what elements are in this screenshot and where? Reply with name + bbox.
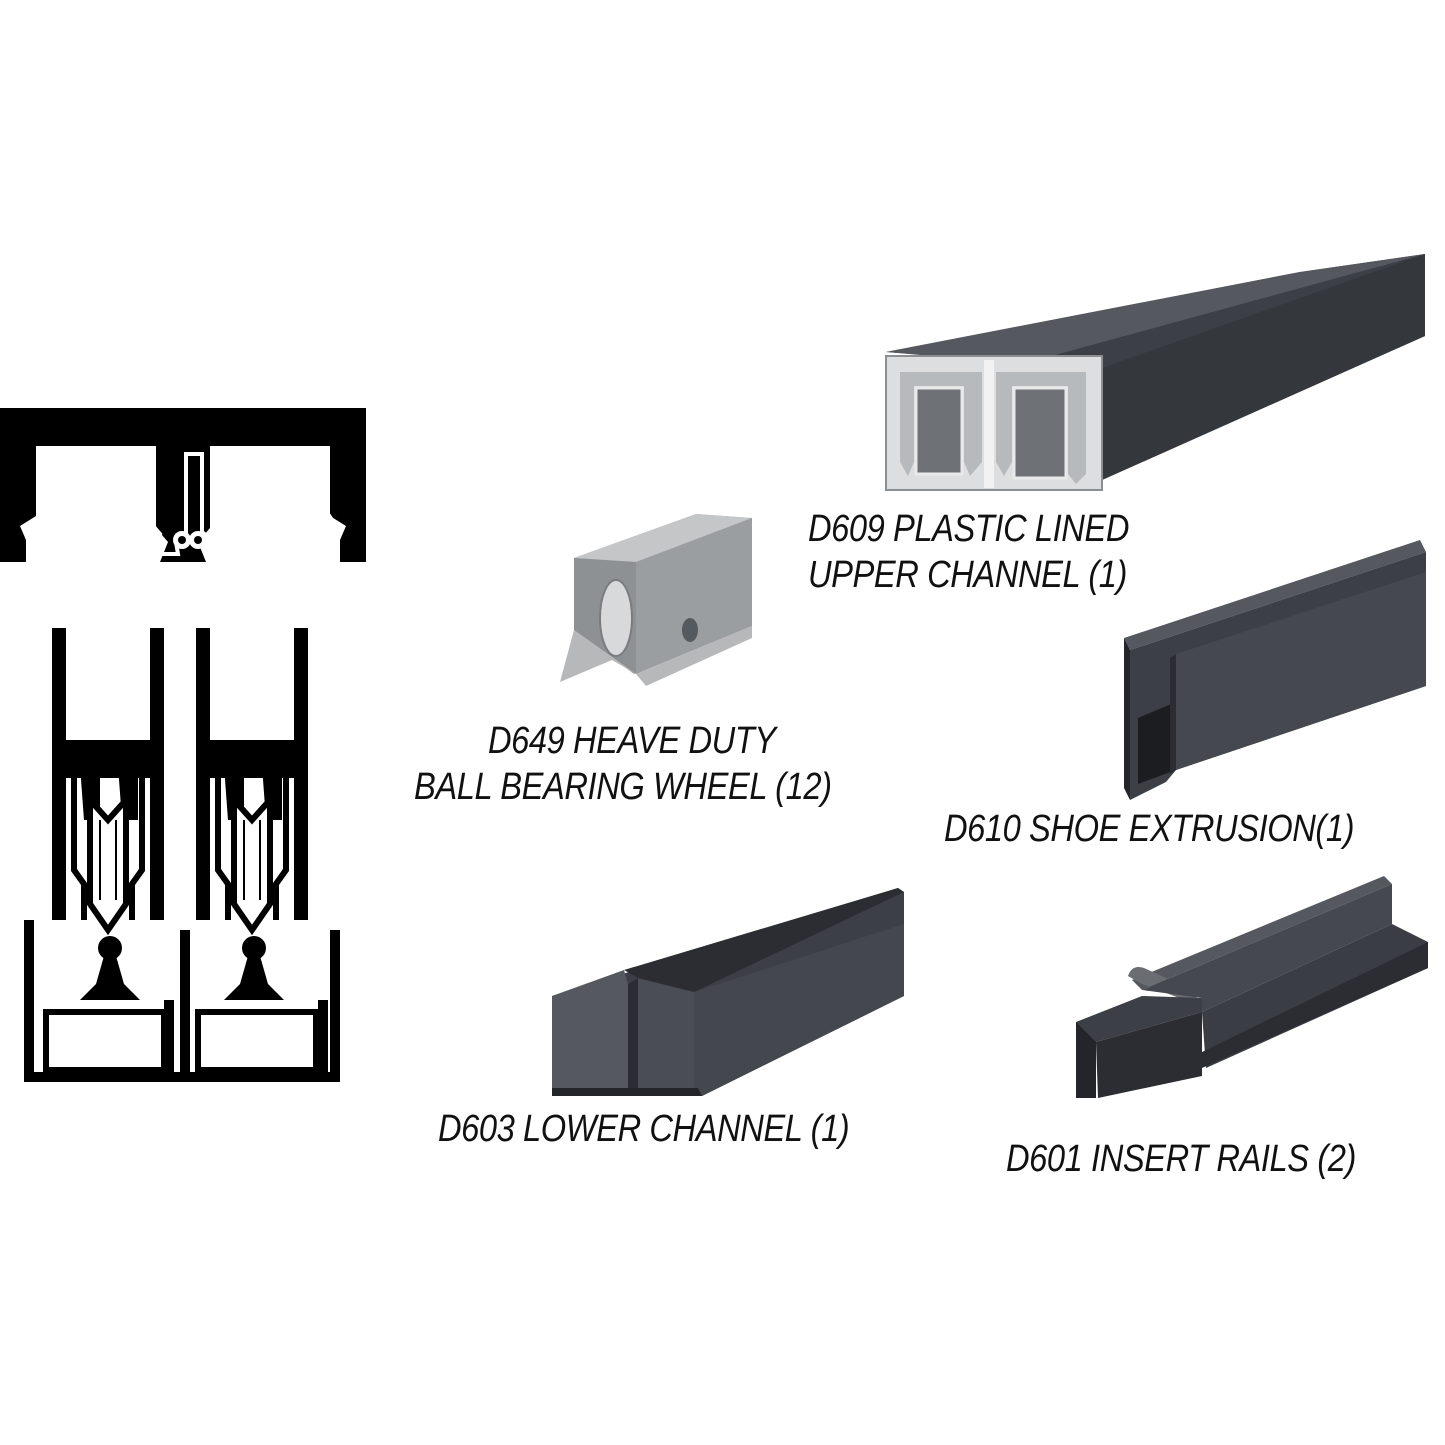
part-label-d610: D610 SHOE EXTRUSION(1) [944,808,1355,850]
upper-channel-image [885,254,1425,491]
part-label-d609: D609 PLASTIC LINED UPPER CHANNEL (1) [808,508,1130,596]
insert-rails-image [1076,876,1428,1098]
door-shoe-section-left [52,628,164,1000]
cross-section-diagram [0,408,366,1082]
lower-channel-image [552,888,904,1096]
door-shoe-section-right [196,628,308,1000]
wheel-image [560,514,752,686]
upper-channel-section [0,408,366,562]
part-label-d601: D601 INSERT RAILS (2) [1006,1138,1356,1180]
shoe-extrusion-image [1124,540,1426,800]
part-label-d603: D603 LOWER CHANNEL (1) [438,1108,850,1150]
part-label-d649: D649 HEAVE DUTY BALL BEARING WHEEL (12) [414,720,832,808]
lower-channel-section [24,920,340,1082]
